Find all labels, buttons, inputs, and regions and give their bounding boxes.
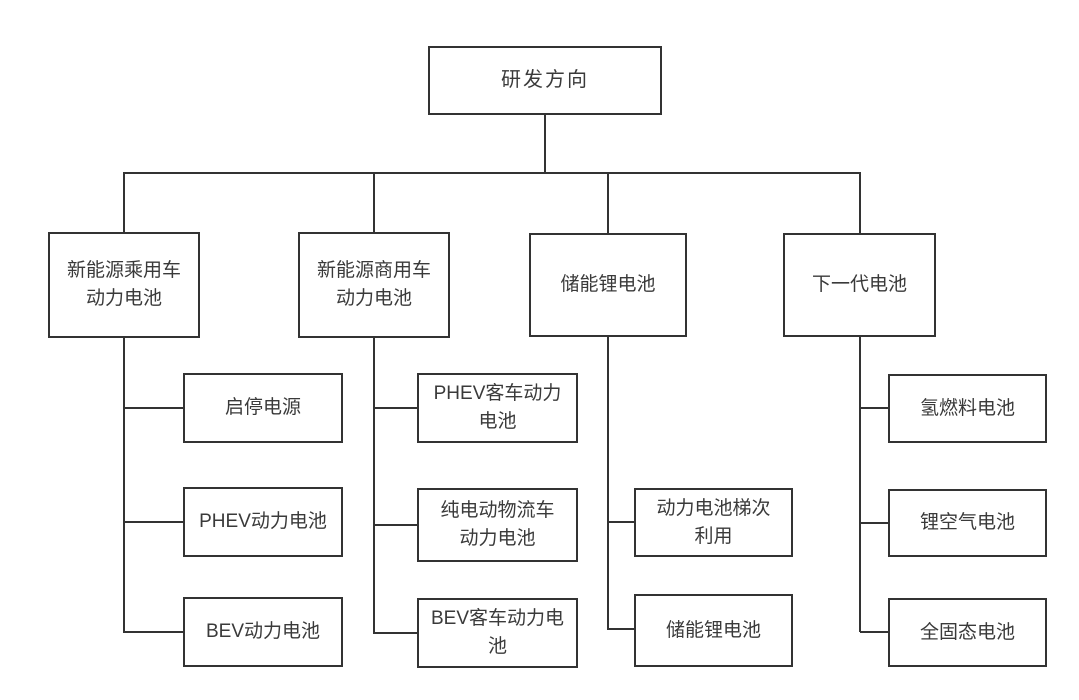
- connector-col4-vertical: [859, 337, 861, 632]
- connector-col3-child-2: [608, 628, 634, 630]
- connector-col3-child-1: [608, 521, 634, 523]
- node-nev-commercial-power-battery: 新能源商用车 动力电池: [298, 232, 450, 338]
- node-nev-passenger-power-battery: 新能源乘用车 动力电池: [48, 232, 200, 338]
- connector-col1-child-1: [124, 407, 183, 409]
- node-hydrogen-fuel-cell: 氢燃料电池: [888, 374, 1047, 443]
- connector-col4-child-1: [860, 407, 888, 409]
- connector-col1-child-2: [124, 521, 183, 523]
- connector-col3-vertical: [607, 337, 609, 630]
- connector-col2-child-3: [374, 632, 417, 634]
- node-phev-power-battery: PHEV动力电池: [183, 487, 343, 557]
- node-bev-bus-power-battery: BEV客车动力电 池: [417, 598, 578, 668]
- node-next-generation-battery: 下一代电池: [783, 233, 936, 337]
- connector-bus-horizontal: [123, 172, 861, 174]
- node-energy-storage-lithium-battery: 储能锂电池: [529, 233, 687, 337]
- connector-col1-vertical: [123, 338, 125, 633]
- connector-drop-branch-1: [123, 172, 125, 233]
- connector-drop-branch-2: [373, 172, 375, 233]
- connector-col4-child-3: [860, 631, 888, 633]
- node-rd-direction: 研发方向: [428, 46, 662, 115]
- node-phev-bus-power-battery: PHEV客车动力 电池: [417, 373, 578, 443]
- node-lithium-air-battery: 锂空气电池: [888, 489, 1047, 557]
- node-all-solid-state-battery: 全固态电池: [888, 598, 1047, 667]
- connector-drop-branch-3: [607, 172, 609, 234]
- node-start-stop-power: 启停电源: [183, 373, 343, 443]
- connector-col1-child-3: [124, 631, 183, 633]
- node-bev-power-battery: BEV动力电池: [183, 597, 343, 667]
- node-energy-storage-lithium-battery-child: 储能锂电池: [634, 594, 793, 667]
- connector-col4-child-2: [860, 522, 888, 524]
- connector-col2-child-1: [374, 407, 417, 409]
- node-pure-electric-logistics-vehicle-battery: 纯电动物流车 动力电池: [417, 488, 578, 562]
- node-power-battery-echelon-utilization: 动力电池梯次 利用: [634, 488, 793, 557]
- connector-drop-branch-4: [859, 172, 861, 234]
- connector-root-vertical: [544, 115, 546, 174]
- connector-col2-vertical: [373, 338, 375, 634]
- connector-col2-child-2: [374, 524, 417, 526]
